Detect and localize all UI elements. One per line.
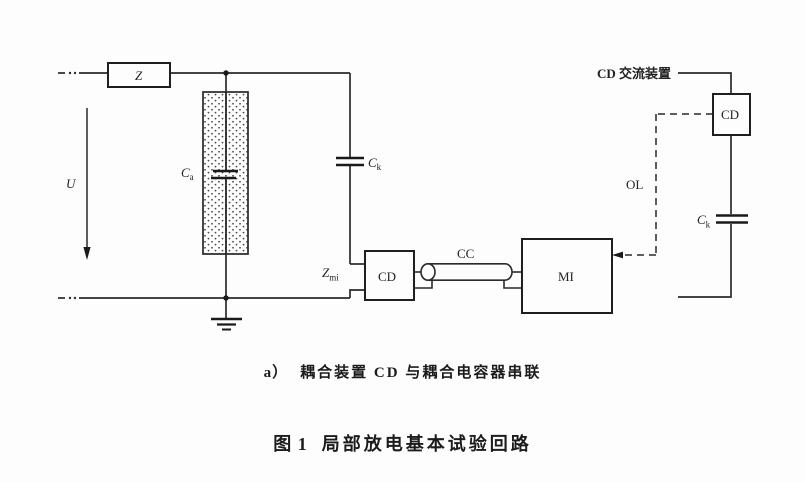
coupling-branch <box>349 73 365 298</box>
cable-end-connector <box>420 262 436 281</box>
subfigure-caption: a） 耦合装置 CD 与耦合电容器串联 <box>0 361 805 382</box>
coupling-device-cd: CD <box>364 250 415 301</box>
continuation-dots <box>68 71 77 300</box>
measuring-instrument-label: MI <box>558 269 574 284</box>
optical-link-ol: OL <box>612 113 713 259</box>
coupling-capacitor-label: Ck <box>368 155 382 172</box>
measuring-impedance-label: Zmi <box>322 265 339 283</box>
arrowhead-down <box>83 247 91 260</box>
voltage-label: U <box>66 176 77 191</box>
calibration-branch-wires <box>678 72 732 298</box>
cd-ac-device-label: CD 交流装置 <box>597 66 671 81</box>
test-object-label: Ca <box>181 165 194 182</box>
ck-right-label: Ck <box>697 212 711 230</box>
filter-impedance-label: Z <box>135 68 143 83</box>
optical-link-label: OL <box>626 177 643 192</box>
voltage-arrow-u: U <box>66 108 91 260</box>
subfigure-caption-prefix: a） <box>263 365 289 381</box>
subfigure-caption-text: 耦合装置 CD 与耦合电容器串联 <box>300 365 542 381</box>
filter-impedance-z: Z <box>107 62 171 88</box>
figure-title: 图 1 局部放电基本试验回路 <box>0 430 805 456</box>
ground-symbol <box>211 317 242 331</box>
connecting-cable-label: CC <box>457 246 474 261</box>
wires <box>58 72 732 318</box>
arrowhead-left <box>612 251 623 259</box>
junction-dot-top <box>223 70 229 76</box>
coupling-device-label: CD <box>378 269 396 284</box>
measuring-instrument-mi: MI <box>521 238 613 314</box>
figure-title-text: 局部放电基本试验回路 <box>321 434 532 454</box>
test-object-ca: Ca <box>181 91 249 255</box>
figure-title-prefix: 图 1 <box>273 434 308 454</box>
connecting-cable-cc: CC <box>414 246 522 289</box>
cd-right-label: CD <box>721 107 739 122</box>
calibration-branch: CD 交流装置 CD Ck <box>597 66 751 230</box>
junction-dot-bottom <box>223 295 229 301</box>
top-rail <box>58 72 350 92</box>
cd-right-box <box>712 93 751 136</box>
coupling-capacitor-ck: Ck <box>336 155 382 172</box>
